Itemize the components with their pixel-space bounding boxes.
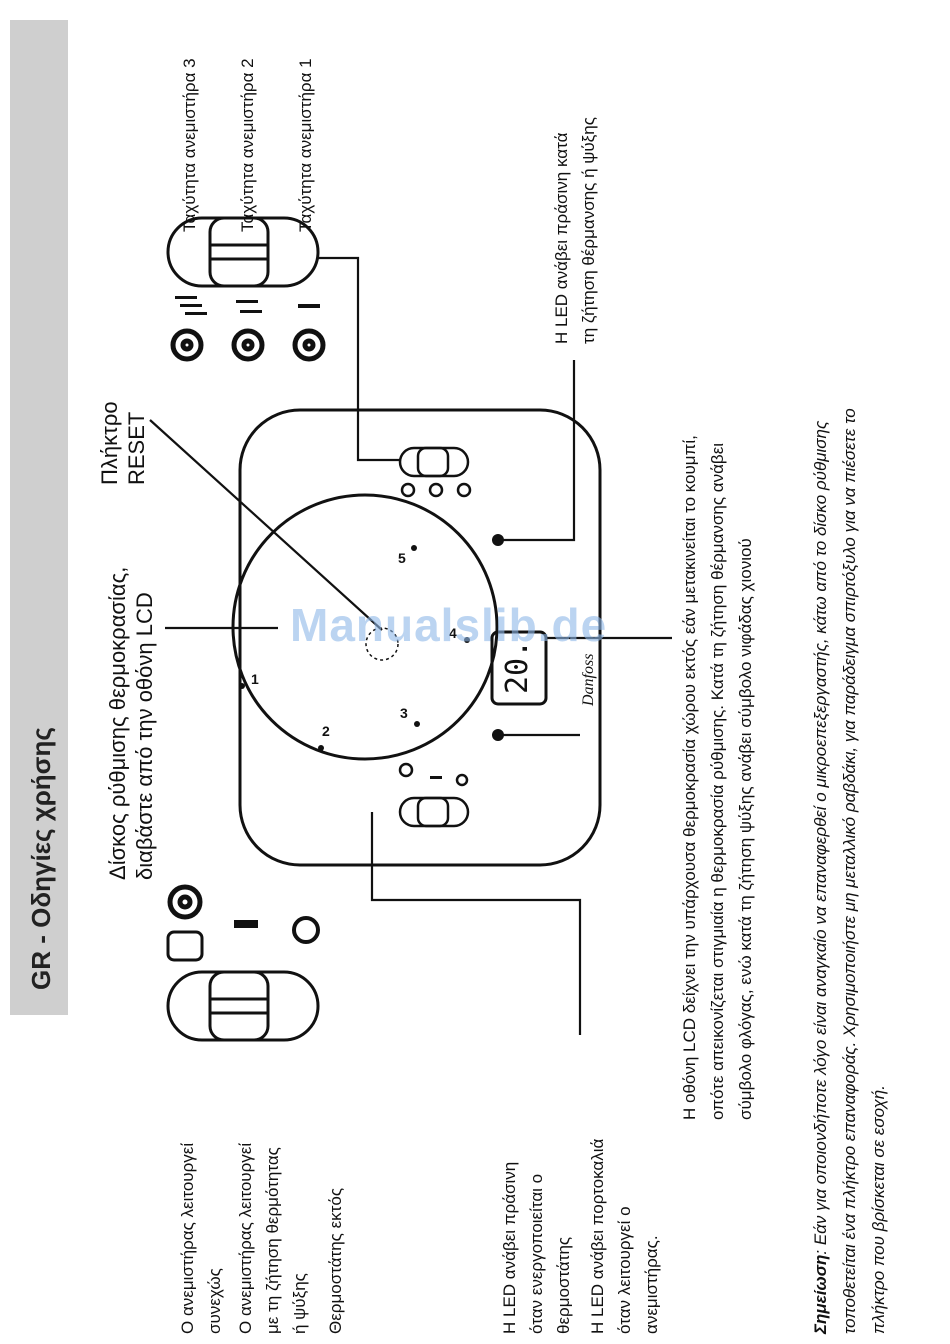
- fan-speed-1-icon: [292, 328, 326, 362]
- brand-logo: Danfoss: [580, 653, 597, 706]
- note-label: Σημείωση: [811, 1254, 830, 1334]
- mode-slider-small: [398, 796, 470, 828]
- label-speed-3: Ταχύτητα ανεμιστήρα 3: [180, 58, 199, 232]
- dial-mark-5: 5: [398, 550, 406, 566]
- reset-button: [365, 627, 399, 661]
- lcd-description: Η οθόνη LCD δείχνει την υπάρχουσα θερμοκ…: [680, 435, 755, 1120]
- dial-mark-3: 3: [400, 705, 408, 721]
- hand-icon: [166, 930, 204, 962]
- watermark: Manualslib.de: [290, 599, 608, 651]
- dial-mark-2: 2: [322, 723, 330, 739]
- label-dial: Δίσκος ρύθμισης θερμοκρασίας,διαβάστε απ…: [105, 566, 157, 880]
- on-symbol-icon: [234, 920, 258, 928]
- fan-speed-2-icon: [231, 328, 265, 362]
- speed-slider-small: [398, 446, 470, 478]
- lcd-display: [490, 630, 548, 706]
- label-speed-2: Ταχύτητα ανεμιστήρα 2: [238, 58, 257, 232]
- reset-note: Σημείωση: Εάν για οποιονδήποτε λόγο είνα…: [811, 408, 888, 1334]
- off-symbol-icon: [292, 916, 320, 944]
- dial-mark-4: 4: [449, 625, 457, 641]
- label-thermostat-off: Θερμοστάτης εκτός: [326, 1187, 345, 1334]
- led-orange: [492, 729, 504, 741]
- dial-mark-1: 1: [251, 671, 259, 687]
- led-green: [492, 534, 504, 546]
- fan-speed-3-icon: [170, 328, 204, 362]
- fan-icon: [167, 884, 203, 920]
- mode-slider-large: [166, 970, 320, 1042]
- header-tab: [10, 20, 68, 1015]
- label-speed-1: Ταχύτητα ανεμιστήρα 1: [296, 58, 315, 232]
